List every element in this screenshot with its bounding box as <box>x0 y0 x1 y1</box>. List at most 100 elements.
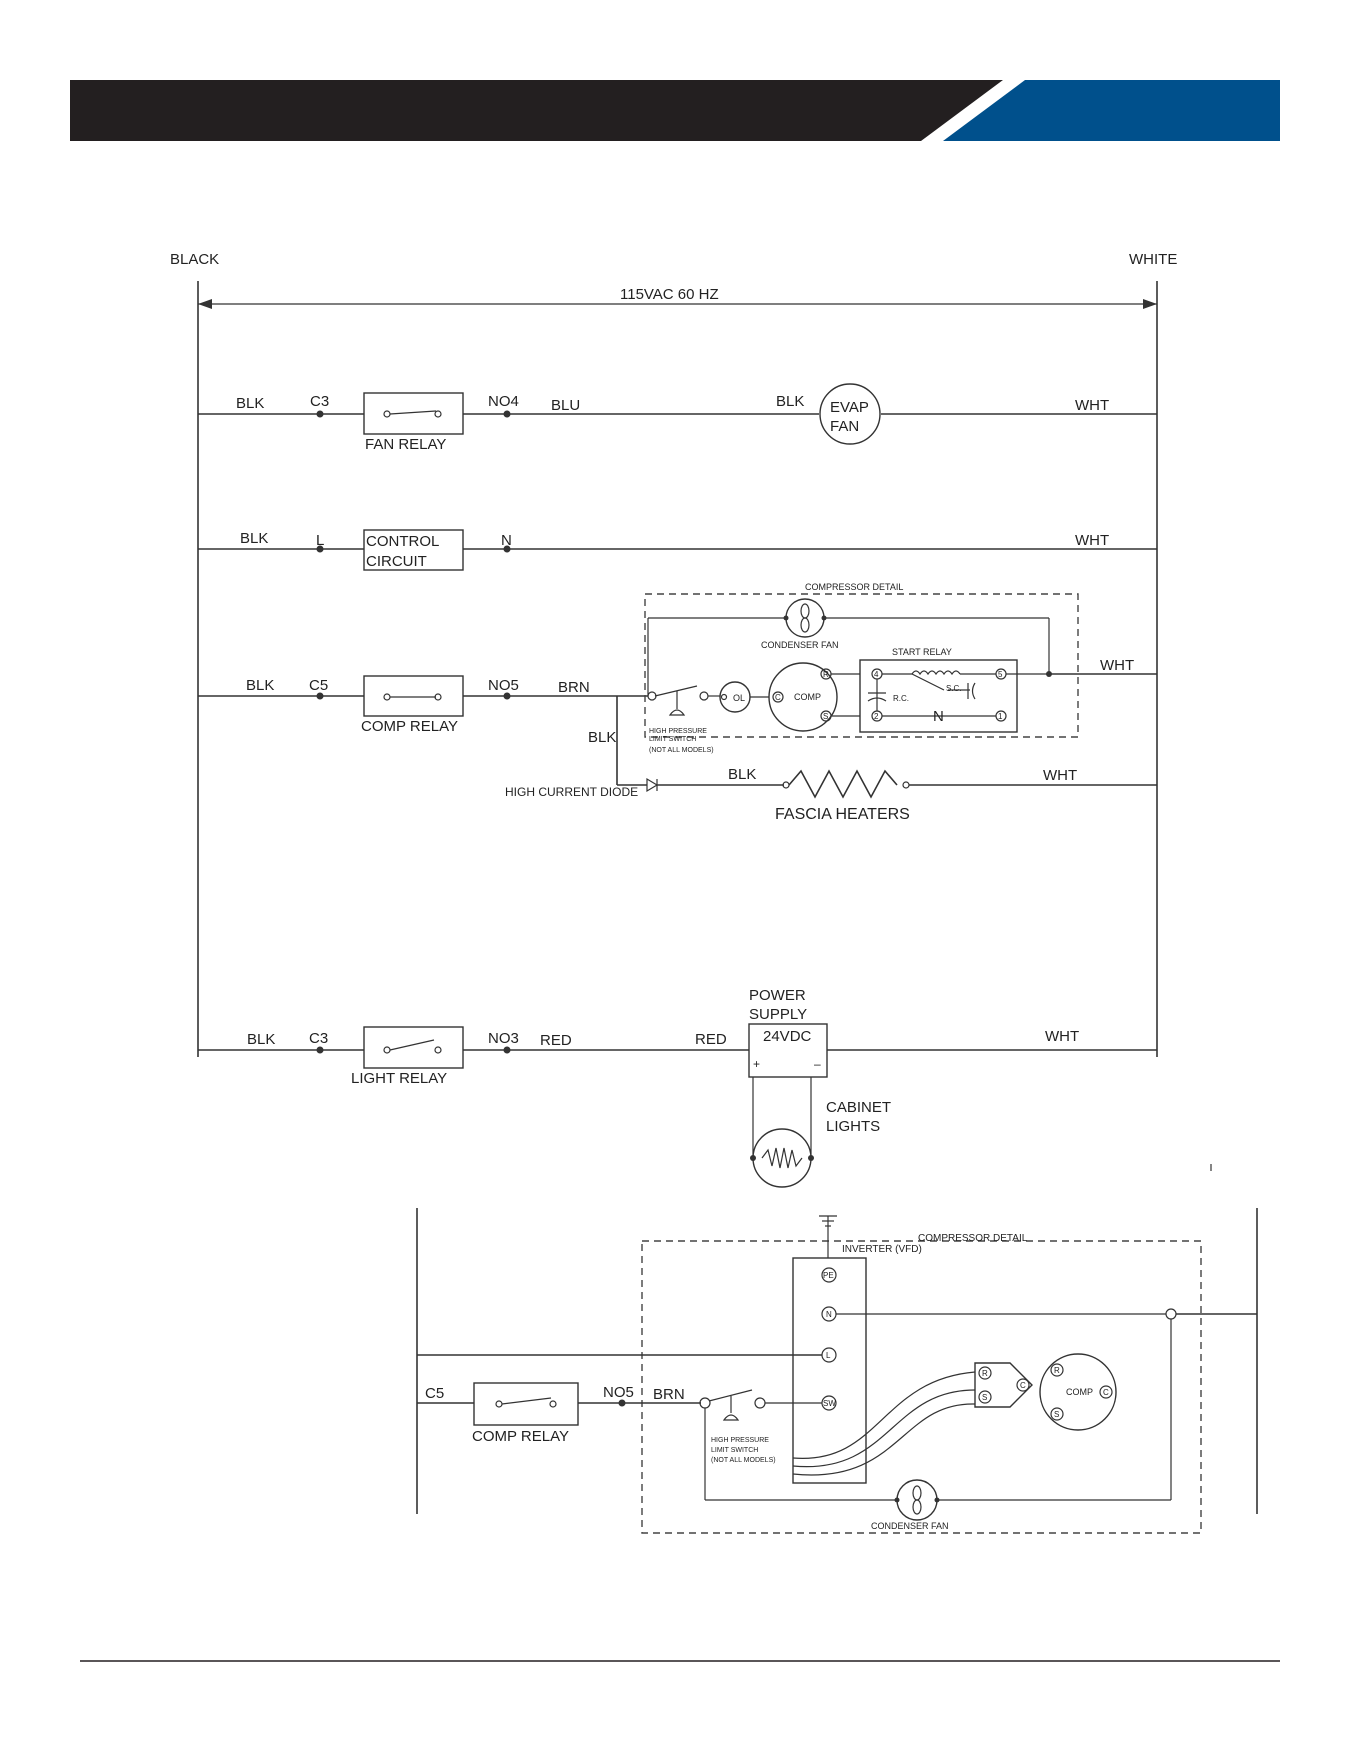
start-relay-internals: 4 5 2 1 S.C. R.C. N <box>867 668 1007 725</box>
control-n-label: N <box>501 532 512 549</box>
inverter-brn-label: BRN <box>653 1386 685 1403</box>
comp-motor-label: COMP <box>794 692 821 702</box>
power-supply-line1: POWER <box>749 987 806 1004</box>
plug-term-c: C <box>1020 1381 1026 1390</box>
start-relay-label: START RELAY <box>892 647 952 657</box>
inverter-detail-box <box>641 1240 1202 1534</box>
evap-fan-line1: EVAP <box>830 399 869 416</box>
relay-term-4: 4 <box>874 670 879 679</box>
control-circuit-box <box>363 529 464 571</box>
cabinet-lights-line2: LIGHTS <box>826 1118 880 1135</box>
compressor-plug: R S C <box>974 1362 1033 1408</box>
light-wht-label: WHT <box>1045 1028 1079 1045</box>
inverter-no5-label: NO5 <box>603 1384 634 1401</box>
light-circuit: BLK C3 LIGHT RELAY NO3 RED RED POWER SUP… <box>198 987 1157 1188</box>
high-pressure-switch <box>647 685 722 716</box>
inverter-hps-line3: (NOT ALL MODELS) <box>711 1457 776 1464</box>
relay-sc-label: S.C. <box>946 684 962 693</box>
power-supply-minus: – <box>814 1057 821 1071</box>
comp-term-c: C <box>775 693 781 702</box>
comp-wht-label: WHT <box>1100 657 1134 674</box>
relay-n-label: N <box>933 708 944 725</box>
comp-no5-label: NO5 <box>488 677 519 694</box>
comp-term-s: S <box>823 712 828 721</box>
comp-c5-label: C5 <box>309 677 328 694</box>
inverter-comp-relay <box>473 1382 579 1426</box>
heater-blk-label: BLK <box>728 766 756 783</box>
control-wht-label: WHT <box>1075 532 1109 549</box>
evap-fan-motor: EVAP FAN <box>819 383 881 445</box>
fan-relay <box>363 392 464 435</box>
inverter-term-n: N <box>826 1310 832 1319</box>
relay-rc-label: R.C. <box>893 694 909 703</box>
supply-label: 115VAC 60 HZ <box>620 286 719 303</box>
rail-right-label: WHITE <box>1129 251 1177 268</box>
rail-left-label: BLACK <box>170 251 219 268</box>
control-circuit: BLK L CONTROL CIRCUIT N WHT <box>198 529 1157 571</box>
cabinet-light-lamp <box>750 1128 814 1188</box>
power-supply-plus: + <box>753 1057 760 1071</box>
heater-wht-label: WHT <box>1043 767 1077 784</box>
fan-blu-label: BLU <box>551 397 580 414</box>
control-circuit-line2: CIRCUIT <box>366 553 427 570</box>
light-relay <box>363 1026 464 1069</box>
light-red2-label: RED <box>695 1031 727 1048</box>
hps-line3: (NOT ALL MODELS) <box>649 747 714 754</box>
inverter-term-sw: SW <box>823 1399 836 1408</box>
inv-comp-term-s: S <box>1054 1410 1059 1419</box>
fan-relay-label: FAN RELAY <box>365 436 446 453</box>
inverter-condenser-fan-motor <box>894 1479 940 1521</box>
compressor-detail-box <box>644 593 1079 738</box>
plug-term-r: R <box>982 1369 988 1378</box>
relay-term-1: 1 <box>998 712 1003 721</box>
light-no3-label: NO3 <box>488 1030 519 1047</box>
header-bar <box>70 80 1280 141</box>
inverter-term-l: L <box>826 1351 831 1360</box>
compressor-motor: C R S COMP <box>768 662 838 732</box>
fan-blk-label: BLK <box>236 395 264 412</box>
fan-wht-label: WHT <box>1075 397 1109 414</box>
power-supply-vdc: 24VDC <box>763 1028 812 1045</box>
inverter-compressor-motor: R S C COMP <box>1039 1353 1117 1431</box>
control-circuit-line1: CONTROL <box>366 533 439 550</box>
inverter-label: INVERTER (VFD) <box>842 1244 922 1255</box>
hps-line2: LIMIT SWITCH <box>649 736 696 743</box>
comp-circuit: BLK C5 COMP RELAY NO5 BRN BLK COMPRESSOR… <box>198 582 1157 754</box>
condenser-fan-label: CONDENSER FAN <box>761 640 839 650</box>
comp-blk-label: BLK <box>246 677 274 694</box>
heater-circuit: HIGH CURRENT DIODE BLK FASCIA HEATERS WH… <box>505 696 1157 823</box>
fan-circuit: BLK C3 FAN RELAY NO4 BLU BLK EVAP FAN WH… <box>198 383 1157 453</box>
inverter-c5-label: C5 <box>425 1385 444 1402</box>
overload-label: OL <box>733 693 745 703</box>
light-relay-label: LIGHT RELAY <box>351 1070 447 1087</box>
ground-icon <box>819 1215 837 1263</box>
light-c3-label: C3 <box>309 1030 328 1047</box>
inv-comp-term-r: R <box>1054 1366 1060 1375</box>
hps-line1: HIGH PRESSURE <box>649 728 707 735</box>
comp-term-r: R <box>823 670 829 679</box>
relay-term-2: 2 <box>874 712 879 721</box>
inverter-detail-title: COMPRESSOR DETAIL <box>918 1233 1028 1244</box>
comp-relay-label: COMP RELAY <box>361 718 458 735</box>
light-blk-label: BLK <box>247 1031 275 1048</box>
diode-label: HIGH CURRENT DIODE <box>505 785 638 799</box>
inverter-detail: COMPRESSOR DETAIL INVERTER (VFD) PE N L … <box>416 1164 1258 1534</box>
inverter-condenser-fan-label: CONDENSER FAN <box>871 1521 949 1531</box>
condenser-fan-motor <box>783 598 827 638</box>
fan-no4-label: NO4 <box>488 393 519 410</box>
inverter-box <box>792 1257 867 1484</box>
inverter-hps-line1: HIGH PRESSURE <box>711 1437 769 1444</box>
control-blk-label: BLK <box>240 530 268 547</box>
comp-blk-branch-label: BLK <box>588 729 616 746</box>
inverter-term-pe: PE <box>823 1271 834 1280</box>
overload: OL <box>719 681 771 713</box>
comp-brn-label: BRN <box>558 679 590 696</box>
fan-c3-label: C3 <box>310 393 329 410</box>
inv-comp-term-c: C <box>1103 1388 1109 1397</box>
inverter-high-pressure-switch <box>699 1389 822 1421</box>
inverter-hps-line2: LIMIT SWITCH <box>711 1447 758 1454</box>
fascia-heaters-label: FASCIA HEATERS <box>775 806 910 823</box>
supply-dimension-arrow <box>198 299 1157 309</box>
fascia-heater-element <box>788 769 898 799</box>
